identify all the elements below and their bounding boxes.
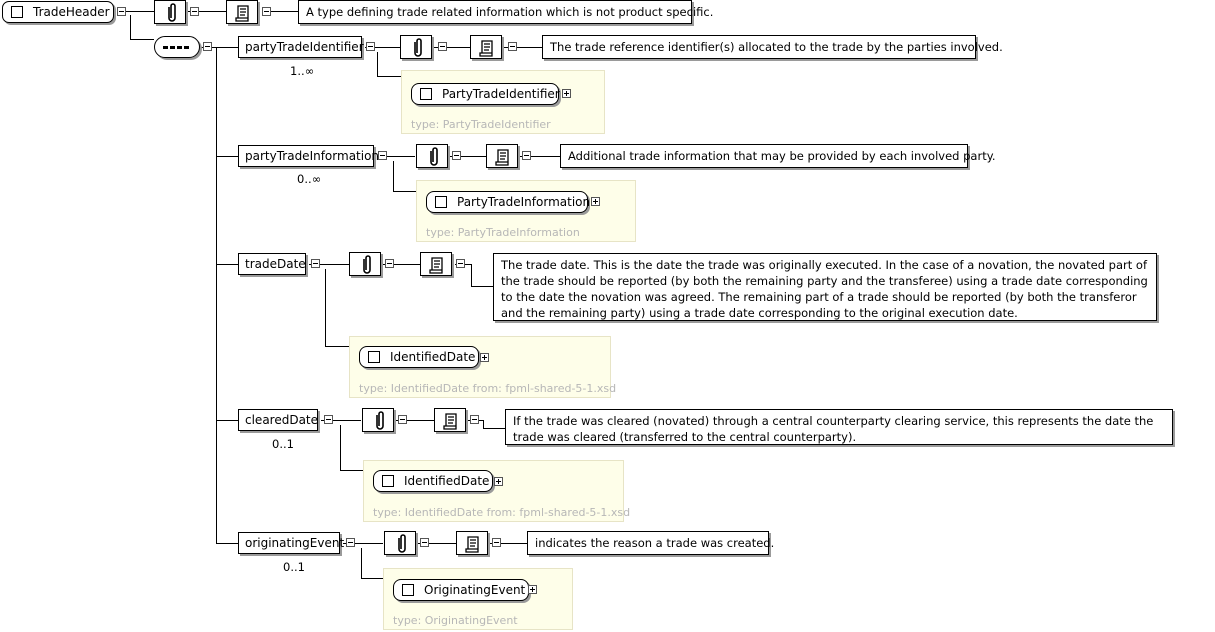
expand-toggle-icon[interactable] (480, 353, 489, 362)
type-checkbox-icon (368, 351, 380, 363)
root-element-tradeheader[interactable]: TradeHeader (2, 1, 114, 23)
paperclip-icon (398, 534, 406, 553)
collapse-toggle-icon[interactable] (366, 42, 375, 51)
scroll-doc-icon (495, 149, 509, 166)
type-card: IdentifiedDate type: IdentifiedDate from… (363, 460, 630, 522)
type-name: IdentifiedDate (390, 350, 476, 364)
paperclip-icon (363, 255, 371, 274)
complex-type-partytradeidentifier[interactable]: PartyTradeIdentifier (411, 83, 560, 105)
type-card: PartyTradeIdentifier type: PartyTradeIde… (401, 70, 605, 134)
annotation-button[interactable] (400, 35, 432, 59)
type-name: PartyTradeIdentifier (442, 87, 560, 101)
collapse-toggle-icon[interactable] (385, 259, 394, 268)
documentation-text: A type defining trade related informatio… (298, 0, 713, 24)
annotation-button[interactable] (154, 0, 186, 24)
type-card: PartyTradeInformation type: PartyTradeIn… (416, 180, 636, 242)
documentation-button[interactable] (434, 408, 466, 432)
paperclip-icon (376, 411, 384, 430)
complex-type-originatingevent[interactable]: OriginatingEvent (393, 579, 529, 601)
expand-toggle-icon[interactable] (562, 89, 571, 98)
type-checkbox-icon (382, 475, 394, 487)
expand-toggle-icon[interactable] (494, 477, 503, 486)
complex-type-identifieddate[interactable]: IdentifiedDate (373, 470, 493, 492)
collapse-toggle-icon[interactable] (420, 538, 429, 547)
type-name: OriginatingEvent (424, 583, 526, 597)
type-name: PartyTradeInformation (457, 195, 591, 209)
type-checkbox-icon (435, 196, 447, 208)
element-cleareddate[interactable]: clearedDate (238, 409, 318, 431)
paperclip-icon (168, 3, 176, 22)
occurrence-label: 0..∞ (297, 172, 322, 186)
type-card: OriginatingEvent type: OriginatingEvent (383, 568, 573, 630)
occurrence-label: 1..∞ (290, 64, 315, 78)
scroll-doc-icon (465, 536, 479, 553)
collapse-toggle-icon[interactable] (346, 538, 355, 547)
element-originatingevent[interactable]: originatingEvent (238, 532, 344, 554)
collapse-toggle-icon[interactable] (456, 259, 465, 268)
documentation-text: The trade reference identifier(s) alloca… (542, 35, 1003, 59)
type-label: type: IdentifiedDate from: fpml-shared-5… (359, 382, 617, 395)
scroll-doc-icon (479, 40, 493, 57)
type-label: type: PartyTradeIdentifier (411, 118, 551, 131)
type-card: IdentifiedDate type: IdentifiedDate from… (349, 336, 616, 398)
type-checkbox-icon (420, 88, 432, 100)
documentation-button[interactable] (456, 531, 488, 555)
collapse-toggle-icon[interactable] (508, 42, 517, 51)
scroll-doc-icon (443, 413, 457, 430)
collapse-toggle-icon[interactable] (190, 7, 199, 16)
occurrence-label: 0..1 (272, 437, 294, 451)
complex-type-identifieddate[interactable]: IdentifiedDate (359, 346, 479, 368)
expand-toggle-icon[interactable] (528, 585, 537, 594)
annotation-button[interactable] (384, 531, 416, 555)
collapse-toggle-icon[interactable] (492, 538, 501, 547)
documentation-button[interactable] (486, 144, 518, 168)
element-checkbox-icon (11, 6, 23, 18)
element-partytradeidentifier[interactable]: partyTradeIdentifier (238, 36, 364, 58)
collapse-toggle-icon[interactable] (398, 415, 407, 424)
type-label: type: OriginatingEvent (393, 614, 518, 627)
documentation-text: If the trade was cleared (novated) throu… (505, 409, 1173, 445)
collapse-toggle-icon[interactable] (262, 7, 271, 16)
annotation-button[interactable] (416, 144, 448, 168)
collapse-toggle-icon[interactable] (117, 7, 126, 16)
documentation-text: The trade date. This is the date the tra… (493, 253, 1157, 321)
element-tradedate[interactable]: tradeDate (238, 253, 306, 275)
documentation-button[interactable] (470, 35, 502, 59)
documentation-text: indicates the reason a trade was created… (527, 531, 774, 555)
type-name: IdentifiedDate (404, 474, 490, 488)
type-checkbox-icon (402, 584, 414, 596)
collapse-toggle-icon[interactable] (311, 259, 320, 268)
collapse-toggle-icon[interactable] (324, 415, 333, 424)
collapse-toggle-icon[interactable] (203, 42, 212, 51)
sequence-icon (163, 46, 191, 49)
element-partytradeinformation[interactable]: partyTradeInformation (238, 145, 379, 167)
scroll-doc-icon (429, 257, 443, 274)
paperclip-icon (430, 147, 438, 166)
expand-toggle-icon[interactable] (591, 197, 600, 206)
annotation-button[interactable] (349, 252, 381, 276)
type-label: type: PartyTradeInformation (426, 226, 580, 239)
annotation-button[interactable] (362, 408, 394, 432)
collapse-toggle-icon[interactable] (378, 151, 387, 160)
collapse-toggle-icon[interactable] (452, 151, 461, 160)
occurrence-label: 0..1 (283, 560, 305, 574)
collapse-toggle-icon[interactable] (522, 151, 531, 160)
scroll-doc-icon (235, 5, 249, 22)
documentation-button[interactable] (420, 252, 452, 276)
collapse-toggle-icon[interactable] (470, 415, 479, 424)
documentation-button[interactable] (226, 0, 258, 24)
collapse-toggle-icon[interactable] (438, 42, 447, 51)
root-element-label: TradeHeader (33, 5, 110, 19)
paperclip-icon (414, 38, 422, 57)
sequence-compositor[interactable] (154, 36, 200, 58)
documentation-text: Additional trade information that may be… (560, 144, 996, 168)
complex-type-partytradeinformation[interactable]: PartyTradeInformation (426, 191, 591, 213)
type-label: type: IdentifiedDate from: fpml-shared-5… (373, 506, 631, 519)
